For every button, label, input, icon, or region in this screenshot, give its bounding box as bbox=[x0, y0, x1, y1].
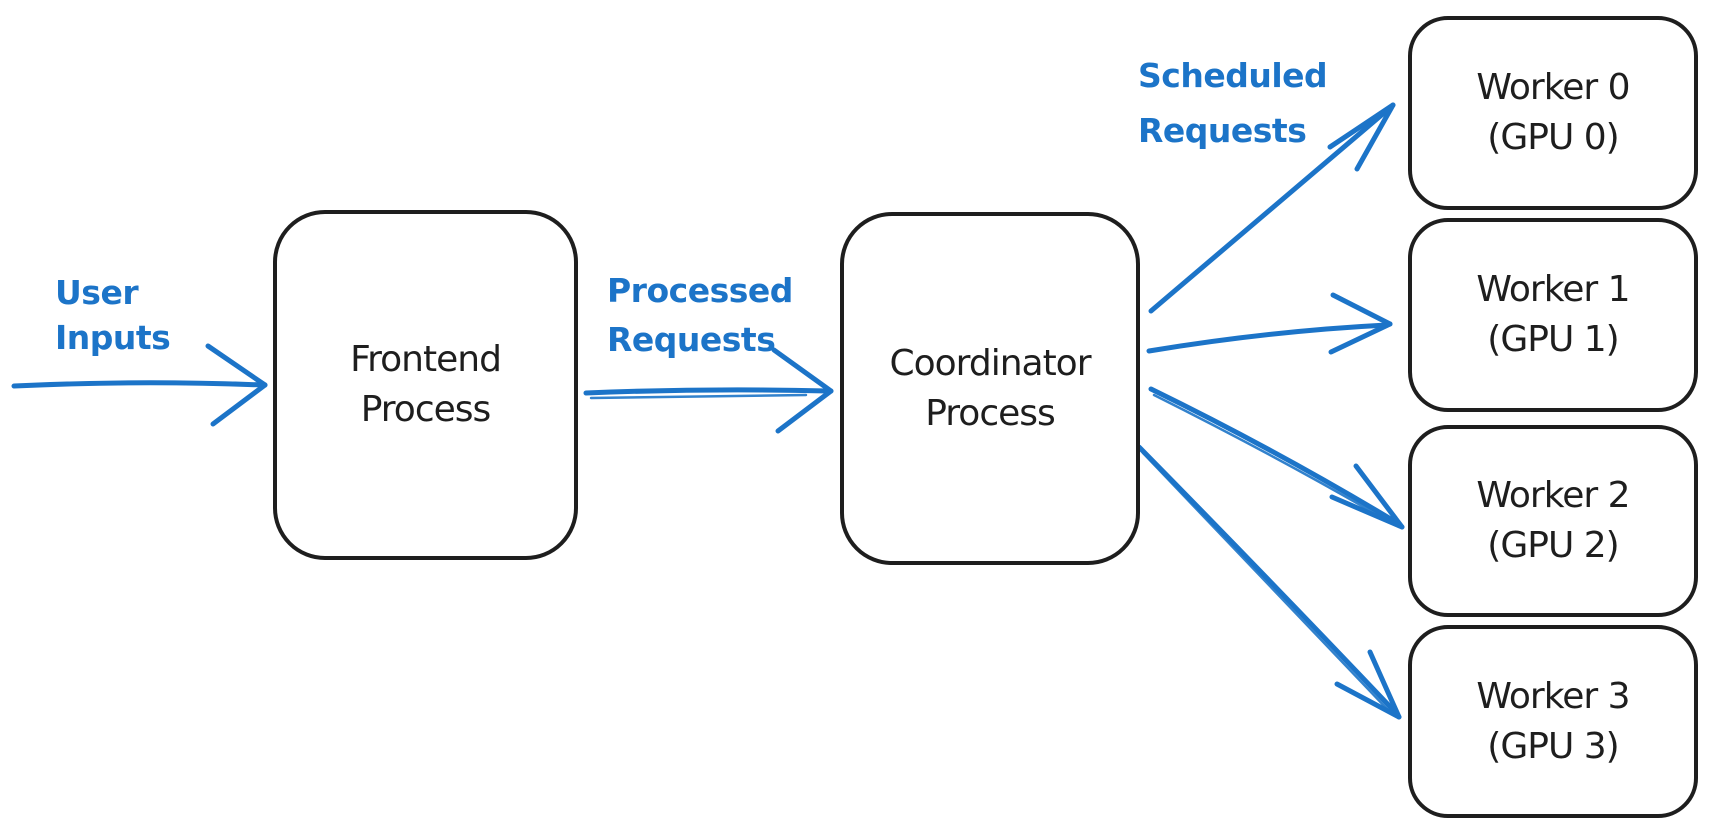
node-label-line: Worker 3 bbox=[1476, 675, 1630, 717]
arrow-user-inputs bbox=[11, 343, 268, 427]
edge-label-line: Requests bbox=[1138, 111, 1307, 150]
edge-label-line: Requests bbox=[607, 320, 776, 359]
node-label-line: Process bbox=[925, 392, 1056, 434]
node-label-line: (GPU 1) bbox=[1487, 319, 1619, 360]
node-label-line: (GPU 3) bbox=[1487, 725, 1619, 767]
edge-label-user-inputs: User Inputs bbox=[55, 270, 171, 360]
edge-label-line: Processed bbox=[607, 271, 793, 310]
arrow-scheduled-worker-2 bbox=[1148, 386, 1405, 530]
arrow-processed-requests bbox=[583, 347, 834, 434]
node-worker-0: Worker 0 (GPU 0) bbox=[1408, 16, 1698, 210]
node-label-line: Worker 1 bbox=[1476, 269, 1630, 310]
node-coordinator-process: Coordinator Process bbox=[840, 212, 1140, 565]
node-label-line: (GPU 2) bbox=[1487, 525, 1619, 566]
arrow-scheduled-worker-1 bbox=[1146, 292, 1393, 355]
node-frontend-process: Frontend Process bbox=[273, 210, 578, 560]
edge-label-scheduled-requests: Scheduled Requests bbox=[1138, 48, 1328, 158]
node-worker-2: Worker 2 (GPU 2) bbox=[1408, 425, 1698, 617]
node-worker-1: Worker 1 (GPU 1) bbox=[1408, 218, 1698, 412]
arrow-scheduled-worker-0 bbox=[1148, 102, 1396, 314]
node-label-line: Coordinator bbox=[889, 342, 1091, 384]
node-label-line: (GPU 0) bbox=[1487, 117, 1619, 158]
node-label-line: Worker 0 bbox=[1476, 67, 1630, 108]
edge-label-line: Inputs bbox=[55, 318, 171, 357]
arrow-scheduled-worker-3 bbox=[1136, 444, 1402, 720]
edge-label-line: Scheduled bbox=[1138, 56, 1328, 95]
node-label-line: Frontend bbox=[350, 339, 502, 380]
node-label-line: Process bbox=[360, 389, 492, 430]
edge-label-line: User bbox=[55, 273, 139, 312]
edge-label-processed-requests: Processed Requests bbox=[607, 266, 793, 364]
node-label-line: Worker 2 bbox=[1476, 475, 1630, 516]
node-worker-3: Worker 3 (GPU 3) bbox=[1408, 625, 1698, 818]
